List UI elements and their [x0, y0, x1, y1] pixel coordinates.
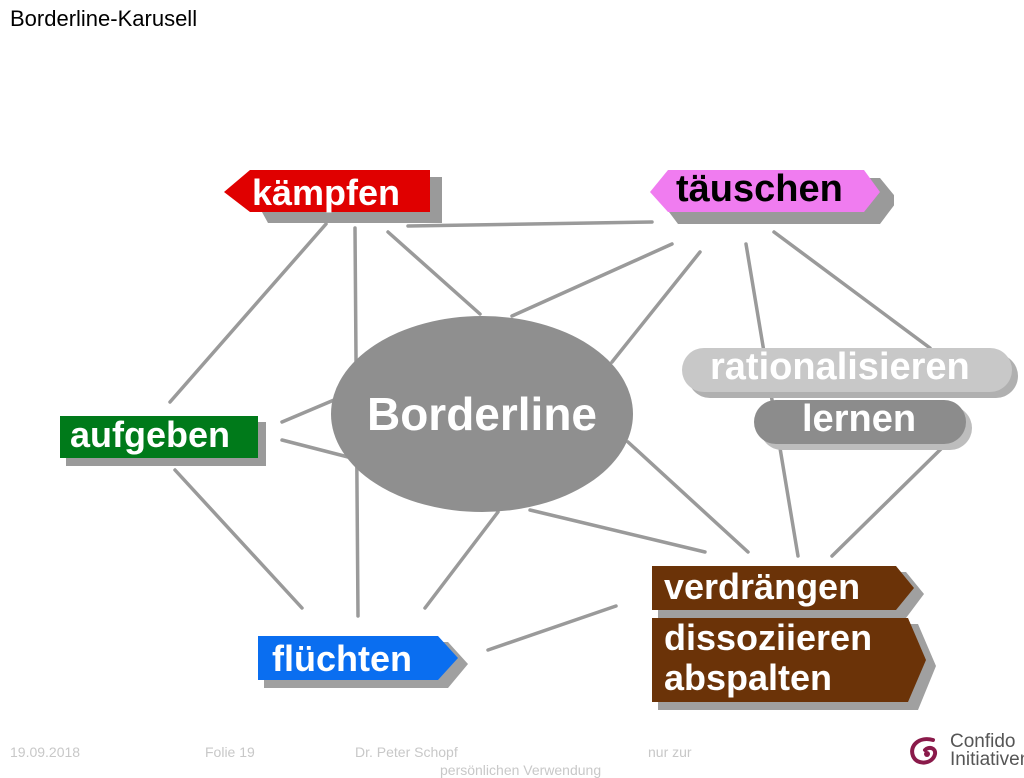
verdraengen-shape [652, 566, 924, 618]
footer-date: 19.09.2018 [10, 744, 81, 760]
node-aufgeben: aufgeben [70, 414, 231, 455]
node-lernen: lernen [802, 398, 917, 440]
node-dissoziieren-line2: abspalten [664, 657, 833, 698]
center-node-borderline: Borderline [331, 316, 633, 512]
node-dissoziieren-line1: dissoziieren [664, 617, 873, 658]
node-kaempfen: kämpfen [252, 172, 401, 213]
dissoziieren-shape [652, 618, 936, 710]
logo-line1: Confido [950, 731, 1016, 752]
slide-title: Borderline-Karusell [10, 6, 198, 31]
kaempfen-shape [224, 170, 442, 223]
node-dissoziieren: dissoziieren abspalten [664, 618, 872, 698]
rationalisieren-shape [682, 348, 1018, 398]
footer-author: Dr. Peter Schopf [355, 744, 458, 760]
node-taeuschen: täuschen [676, 168, 843, 210]
logo-text: Confido Initiativen [950, 731, 1024, 770]
center-label: Borderline [366, 388, 598, 440]
logo-line2: Initiativen [950, 749, 1024, 770]
lernen-shape [754, 400, 972, 450]
node-fluechten: flüchten [272, 638, 412, 679]
aufgeben-shape [60, 416, 266, 466]
node-verdraengen: verdrängen [664, 566, 861, 607]
footer-note-continued: persönlichen Verwendung [440, 762, 602, 778]
fluechten-shape [258, 636, 468, 688]
node-rationalisieren: rationalisieren [710, 346, 970, 388]
confido-logo-icon [910, 737, 938, 765]
footer-note: nur zur [648, 744, 692, 760]
footer-slide: Folie 19 [205, 744, 255, 760]
taeuschen-shape [650, 170, 894, 224]
